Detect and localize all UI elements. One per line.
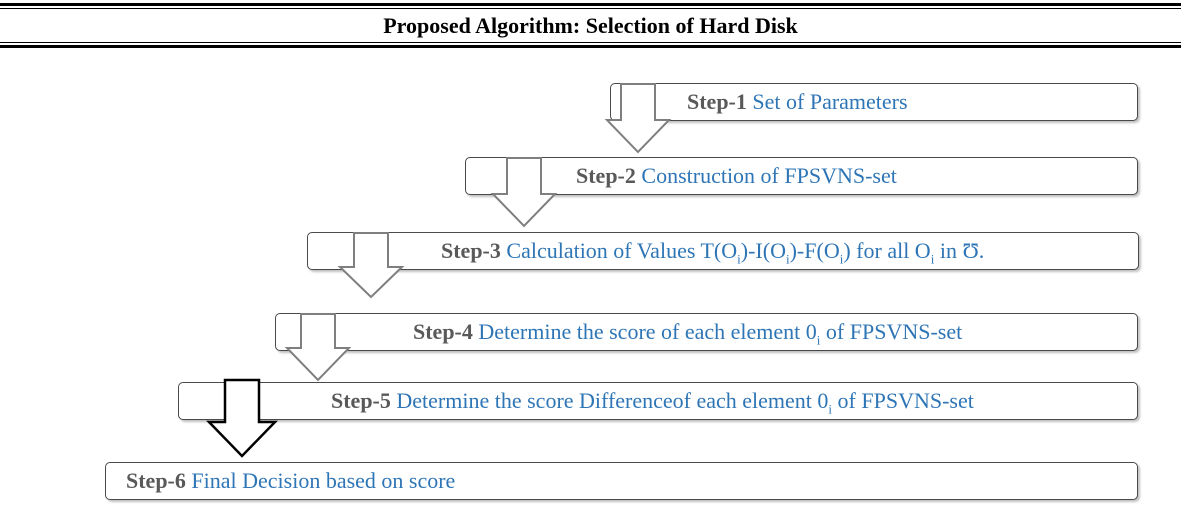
step-4-box: Step-4 Determine the score of each eleme… — [275, 313, 1138, 351]
step-3-label: Step-3 — [441, 238, 501, 263]
bottom-rule-thin — [0, 42, 1181, 43]
step-3-text: Calculation of Values T(Oi)-I(Oi)-F(Oi) … — [506, 238, 985, 267]
step-5-label: Step-5 — [331, 388, 391, 413]
step-1-box: Step-1 Set of Parameters — [610, 83, 1138, 121]
top-rule-thick — [0, 3, 1181, 6]
step-5-box: Step-5 Determine the score Differenceof … — [178, 382, 1138, 420]
arrow-down-icon — [206, 378, 278, 458]
step-4-label: Step-4 — [413, 319, 473, 344]
bottom-rule-thick — [0, 45, 1181, 48]
step-6-label: Step-6 — [126, 468, 186, 493]
step-4-text: Determine the score of each element 0i o… — [478, 319, 963, 348]
step-2-box: Step-2 Construction of FPSVNS-set — [465, 157, 1138, 195]
arrow-down-icon — [337, 232, 405, 299]
diagram-title: Proposed Algorithm: Selection of Hard Di… — [383, 13, 798, 38]
step-6-text: Final Decision based on score — [191, 468, 456, 493]
step-1-text: Set of Parameters — [752, 89, 908, 114]
step-1-label: Step-1 — [687, 89, 747, 114]
arrow-down-icon — [284, 313, 352, 382]
step-3-box: Step-3 Calculation of Values T(Oi)-I(Oi)… — [307, 232, 1139, 270]
arrow-down-icon — [490, 157, 558, 228]
step-2-text: Construction of FPSVNS-set — [641, 163, 897, 188]
step-5-text: Determine the score Differenceof each el… — [396, 388, 974, 417]
top-rule-thin — [0, 8, 1181, 9]
step-6-box: Step-6 Final Decision based on score — [105, 462, 1138, 500]
arrow-down-icon — [604, 83, 672, 154]
step-2-label: Step-2 — [576, 163, 636, 188]
